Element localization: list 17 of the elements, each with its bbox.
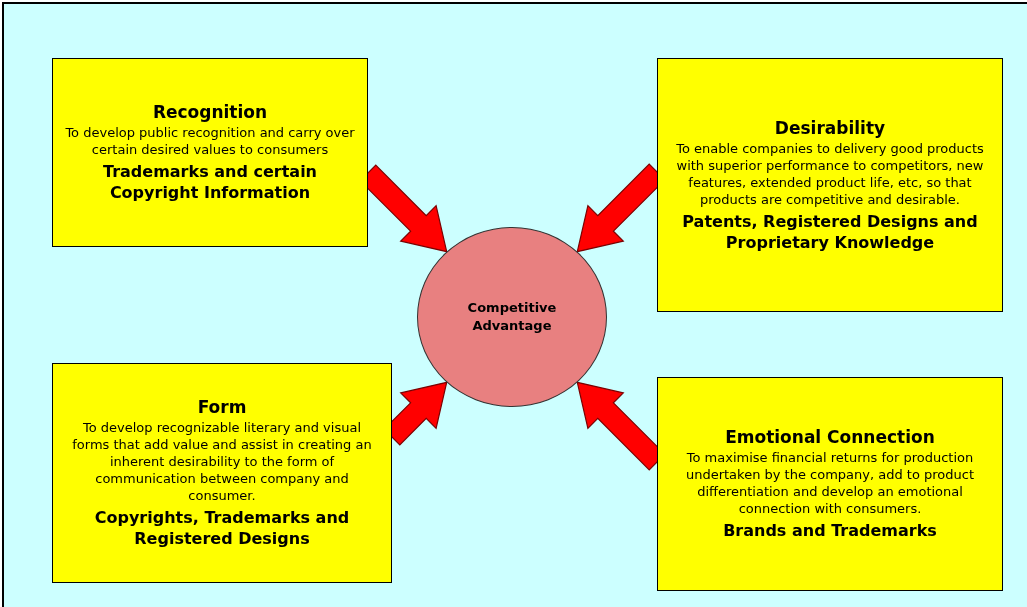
center-label: Competitive Advantage — [466, 299, 558, 335]
description: To maximise financial returns for production undertaken by the company, add to product differentiation and develop an emotional connection with consumers. — [684, 449, 976, 517]
heading: Recognition — [152, 102, 268, 123]
description: To develop public recognition and carry over certain desired values to consumers — [64, 124, 356, 158]
info-box — [52, 58, 368, 247]
info-box — [657, 58, 1003, 312]
heading: Emotional Connection — [725, 427, 935, 448]
heading: Desirability — [774, 117, 886, 139]
description: To develop recognizable literary and visual forms that add value and assist in creating an inherent desirability to the form of communication between company and consumer. — [71, 419, 373, 504]
ip-type: Copyrights, Trademarks and Registered Designs — [93, 507, 351, 549]
ip-type: Brands and Trademarks — [723, 520, 937, 541]
info-box — [52, 363, 392, 583]
heading: Form — [197, 397, 247, 418]
ip-type: Trademarks and certain Copyright Information — [102, 161, 318, 203]
description: To enable companies to delivery good products with superior performance to competitors, new features, extended product life, etc, so that products are competitive and desirable. — [675, 139, 985, 208]
info-box — [657, 377, 1003, 591]
ip-type: Patents, Registered Designs and Proprietary Knowledge — [681, 210, 979, 253]
